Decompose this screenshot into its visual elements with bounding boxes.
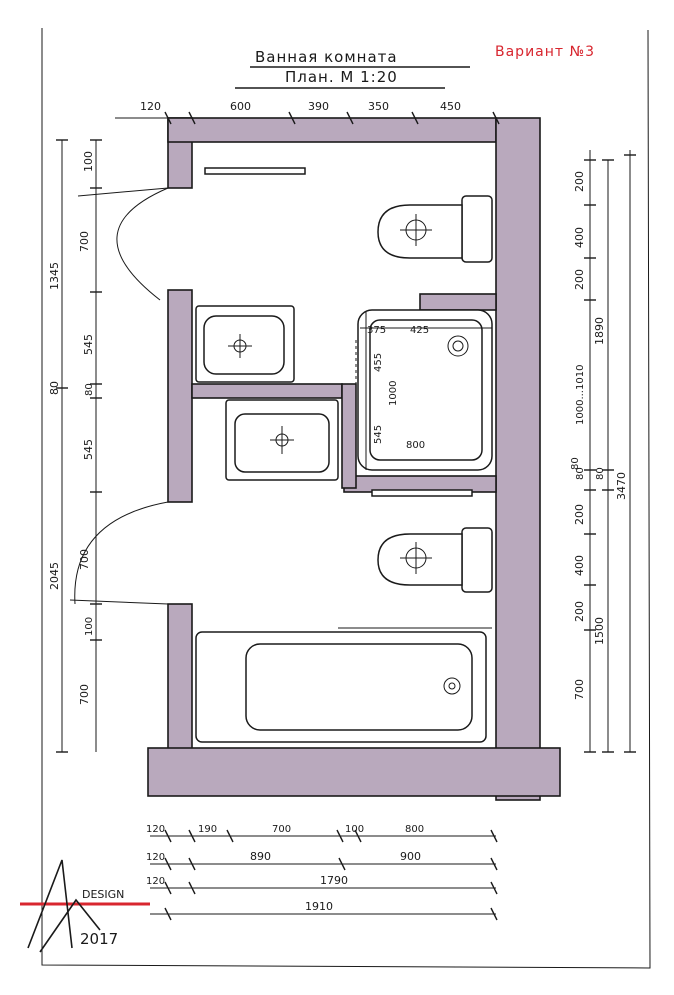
toilet-bowl-bottom [377, 533, 463, 586]
left-outer-dim-3: 2045 [48, 562, 61, 590]
shower-drain [447, 335, 469, 357]
door-leaf-top [77, 187, 169, 197]
left-outer-dim-2: 80 [48, 381, 61, 395]
shower-dim-4: 1000 [388, 381, 399, 406]
towel-rail-middle [371, 489, 473, 497]
left-inner-dim-1: 100 [82, 151, 95, 172]
plan-title: Ванная комната [255, 48, 398, 66]
shower-dim-5: 545 [373, 425, 384, 444]
right-middle-dim-1: 1890 [593, 317, 606, 345]
right-inner-dim-9: 700 [573, 679, 586, 700]
shower-dim-3: 455 [373, 353, 384, 372]
right-extra-dim-2: 80 [595, 467, 606, 480]
top-dim-4: 350 [368, 100, 389, 113]
toilet-cistern-top [461, 195, 493, 263]
shower-wall-left [341, 383, 357, 489]
top-dim-3: 390 [308, 100, 329, 113]
left-inner-dim-2: 700 [78, 231, 91, 252]
bottom-row1-dim-1: 120 [146, 824, 165, 835]
door-swing-top [116, 187, 169, 301]
right-outer-dim-1: 3470 [615, 472, 628, 500]
variant-label: Вариант №3 [495, 44, 595, 60]
logo-text: DESIGN [82, 888, 124, 901]
bottom-row1-dim-3: 700 [272, 824, 291, 835]
towel-rail-top [204, 167, 306, 175]
right-inner-dim-1: 200 [573, 171, 586, 192]
left-inner-dim-4: 80 [84, 383, 95, 396]
left-inner-dim-7: 100 [84, 617, 95, 636]
shower-tray-inner [369, 319, 483, 461]
door-leaf-bottom [69, 599, 169, 605]
wall-right [495, 117, 541, 801]
bathtub-basin [245, 643, 473, 731]
plan-scale: План. М 1:20 [285, 68, 398, 86]
wall-left-bottom [167, 603, 193, 755]
top-dim-1: 120 [140, 100, 161, 113]
top-dim-5: 450 [440, 100, 461, 113]
bottom-row2-dim-1: 120 [146, 852, 165, 863]
toilet-cistern-bottom [461, 527, 493, 593]
bottom-row4-dim-1: 1910 [305, 900, 333, 913]
shower-dim-2: 425 [410, 325, 429, 336]
wall-left-mid [167, 289, 193, 503]
top-dim-2: 600 [230, 100, 251, 113]
right-inner-dim-2: 400 [573, 227, 586, 248]
bottom-row3-dim-1: 120 [146, 876, 165, 887]
right-inner-dim-6: 200 [573, 504, 586, 525]
design-logo: DESIGN 2017 [20, 859, 150, 953]
right-inner-dim-7: 400 [573, 555, 586, 576]
logo-year: 2017 [80, 930, 118, 948]
shower-dim-6: 800 [406, 440, 425, 451]
right-inner-dim-5: 80 [575, 467, 586, 480]
left-inner-dim-8: 700 [78, 684, 91, 705]
right-inner-dim-8: 200 [573, 601, 586, 622]
sheet-frame [41, 28, 651, 969]
right-extra-dim-1: 80 [570, 457, 581, 470]
logo-a-mark [27, 859, 73, 949]
left-inner-dim-5: 545 [82, 439, 95, 460]
toilet-bowl-top [377, 204, 463, 259]
logo-z-mark [39, 898, 101, 953]
bottom-row2-dim-2: 890 [250, 850, 271, 863]
left-inner-dim-3: 545 [82, 334, 95, 355]
wall-top [167, 117, 497, 143]
bathtub-drain [443, 677, 461, 695]
bottom-row1-dim-4: 100 [345, 824, 364, 835]
partition-wall [191, 383, 343, 399]
shower-dim-1: 375 [367, 325, 386, 336]
right-inner-dim-3: 200 [573, 269, 586, 290]
sink-basin-upper [203, 315, 285, 375]
shower-wall-top [419, 293, 497, 311]
bottom-row1-dim-5: 800 [405, 824, 424, 835]
left-outer-dim-1: 1345 [48, 262, 61, 290]
bottom-row1-dim-2: 190 [198, 824, 217, 835]
right-inner-dim-4: 1000...1010 [575, 365, 586, 425]
bottom-row2-dim-3: 900 [400, 850, 421, 863]
left-inner-dim-6: 700 [78, 549, 91, 570]
right-middle-dim-2: 1500 [593, 617, 606, 645]
bottom-row3-dim-2: 1790 [320, 874, 348, 887]
wall-bottom [147, 747, 561, 797]
